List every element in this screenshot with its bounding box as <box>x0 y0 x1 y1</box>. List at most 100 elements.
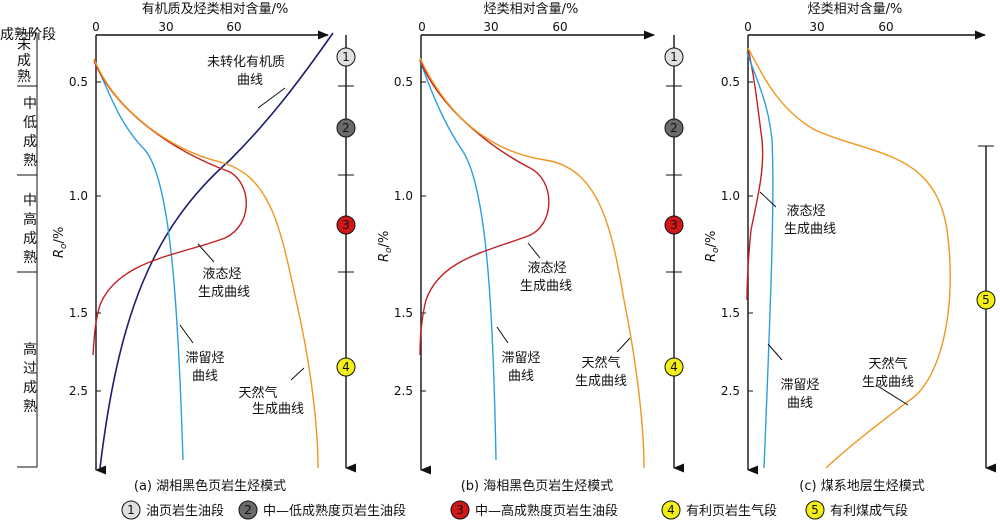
x-tick: 60 <box>226 20 241 34</box>
marker-number: 2 <box>670 121 678 135</box>
panel-a-title: 有机质及烃类相对含量/% <box>142 1 289 17</box>
liquid-label: 生成曲线 <box>784 222 836 237</box>
panel-c: 烃类相对含量/% 0 30 60 0.5 1.0 1.5 2.5 Ro/% 液态… <box>704 1 997 494</box>
x-tick: 60 <box>552 20 567 34</box>
leader-line <box>290 367 305 381</box>
legend-label: 有利煤成气段 <box>830 503 908 519</box>
legend-item-1: 1 油页岩生油段 <box>121 500 224 520</box>
stage-char: 熟 <box>23 250 37 266</box>
legend-circle <box>238 500 258 520</box>
leader-line <box>496 326 509 344</box>
stage-immature: 未 成 熟 <box>17 37 31 85</box>
legend-item-5: 5 有利煤成气段 <box>805 500 908 520</box>
gas-label: 生成曲线 <box>575 374 627 389</box>
y-tick: 1.0 <box>394 189 413 203</box>
y-tick: 0.5 <box>721 75 740 89</box>
gas-label: 天然气 <box>238 385 277 401</box>
retained-label: 滞留烃 <box>501 351 540 366</box>
stage-char: 中 <box>23 193 37 209</box>
y-tick: 2.5 <box>69 384 88 398</box>
marker-number: 5 <box>982 293 990 307</box>
legend-circle <box>661 500 681 520</box>
marker-number: 4 <box>670 360 678 374</box>
stage-header: 成熟阶段 <box>0 27 56 43</box>
stage-char: 过 <box>23 361 37 377</box>
marker-1: 1 <box>664 47 684 67</box>
panel-c-caption: (c) 煤系地层生烃模式 <box>799 479 924 494</box>
organic-label: 未转化有机质 <box>207 55 285 70</box>
x-tick: 0 <box>418 20 426 34</box>
stage-markers: 1 2 3 4 1 2 3 4 <box>336 47 996 377</box>
leader-line <box>197 243 215 263</box>
y-tick: 2.5 <box>721 384 740 398</box>
legend-number: 3 <box>456 503 464 517</box>
liquid-hydrocarbon-curve <box>92 60 247 356</box>
stage-char: 成 <box>23 380 37 396</box>
x-tick: 60 <box>878 20 893 34</box>
gas-label: 生成曲线 <box>252 402 304 417</box>
stage-char: 成 <box>23 231 37 247</box>
marker-number: 2 <box>342 121 350 135</box>
y-axis-label: Ro/% <box>704 231 721 262</box>
liquid-label: 生成曲线 <box>520 279 572 294</box>
y-tick: 1.5 <box>69 306 88 320</box>
stage-low-mature: 中 低 成 熟 <box>23 96 37 169</box>
leader-line <box>875 384 909 406</box>
marker-circle <box>336 215 356 235</box>
gas-generation-curve <box>419 57 645 469</box>
legend-circle <box>121 500 141 520</box>
x-tick: 30 <box>809 20 824 34</box>
legend-circle <box>805 500 825 520</box>
legend-item-4: 4 有利页岩生气段 <box>661 500 777 520</box>
y-tick: 1.5 <box>721 306 740 320</box>
marker-circle <box>664 215 684 235</box>
marker-2: 2 <box>664 118 684 138</box>
stage-scale-a <box>338 35 357 473</box>
retained-label: 曲线 <box>192 369 218 384</box>
legend-circle <box>450 500 470 520</box>
leader-line <box>257 87 286 109</box>
panel-a: 有机质及烃类相对含量/% 0 30 60 0.5 1.0 1.5 2.5 Ro/… <box>52 1 334 494</box>
organic-label: 曲线 <box>237 73 263 88</box>
liquid-hydrocarbon-curve <box>746 47 764 301</box>
stage-char: 中 <box>23 96 37 112</box>
stage-scale-b <box>666 35 685 473</box>
stage-char: 熟 <box>23 399 37 415</box>
legend: 1 油页岩生油段 2 中—低成熟度页岩生油段 3 中—高成熟度页岩生油段 4 有… <box>121 500 908 520</box>
y-tick: 1.0 <box>69 189 88 203</box>
x-tick: 30 <box>483 20 498 34</box>
legend-label: 中—低成熟度页岩生油段 <box>263 503 406 519</box>
leader-line <box>527 242 541 259</box>
y-tick: 0.5 <box>69 75 88 89</box>
stage-char: 成 <box>17 53 31 69</box>
marker-number: 3 <box>670 218 678 232</box>
marker-number: 3 <box>342 218 350 232</box>
marker-number: 1 <box>670 50 678 64</box>
marker-5: 5 <box>976 290 996 310</box>
retained-label: 曲线 <box>787 396 813 411</box>
marker-number: 1 <box>342 50 350 64</box>
marker-number: 4 <box>342 360 350 374</box>
marker-1: 1 <box>336 47 356 67</box>
maturity-stage-column: 成熟阶段 未 成 熟 中 低 成 熟 中 高 成 熟 高 过 成 熟 <box>0 27 56 468</box>
marker-4: 4 <box>664 357 684 377</box>
marker-4: 4 <box>336 357 356 377</box>
marker-3: 3 <box>664 215 684 235</box>
liquid-hydrocarbon-curve <box>419 59 550 356</box>
y-axis-label: Ro/% <box>52 227 69 258</box>
y-axis-label: Ro/% <box>377 231 394 262</box>
liquid-label: 生成曲线 <box>198 285 250 300</box>
y-tick: 2.5 <box>394 384 413 398</box>
x-tick: 0 <box>744 20 752 34</box>
gas-label: 天然气 <box>868 356 907 372</box>
legend-number: 2 <box>244 503 252 517</box>
y-tick: 1.0 <box>721 189 740 203</box>
marker-circle <box>976 290 996 310</box>
legend-label: 中—高成熟度页岩生油段 <box>475 503 618 519</box>
stage-char: 高 <box>23 341 37 358</box>
stage-char: 熟 <box>23 153 37 169</box>
panel-b-title: 烃类相对含量/% <box>484 1 579 17</box>
leader-line <box>616 337 631 353</box>
gas-generation-curve <box>747 47 951 469</box>
gas-label: 天然气 <box>581 355 620 371</box>
